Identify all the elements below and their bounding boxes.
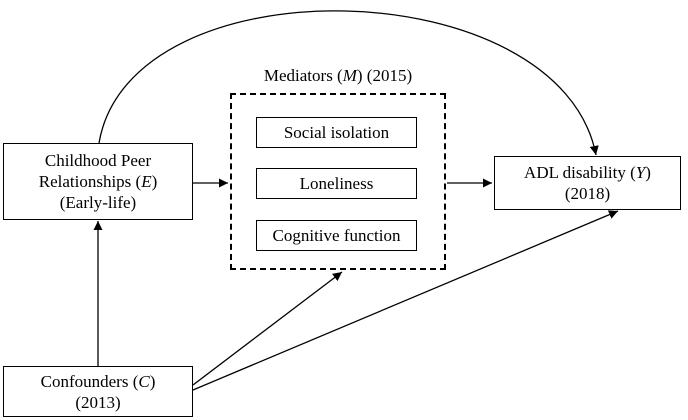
arrow-confounders-to-outcome [192, 210, 619, 391]
arrow-confounders-to-mediators [192, 271, 343, 386]
mediator-social-isolation: Social isolation [256, 117, 417, 148]
mediators-title: Mediators (M) (2015) [263, 66, 413, 85]
exposure-line3: (Early-life) [59, 193, 137, 212]
outcome-line2: (2018) [564, 184, 611, 203]
confounders-box: Confounders (C) (2013) [3, 366, 193, 417]
arrow-exposure-to-outcome [98, 10, 599, 156]
confounders-line1: Confounders (C) [40, 371, 156, 391]
mediator-cognitive-function: Cognitive function [256, 220, 417, 251]
exposure-line2: Relationships (E) [38, 172, 158, 191]
exposure-box: Childhood Peer Relationships (E) (Early-… [3, 143, 193, 220]
mediators-group [230, 93, 446, 270]
confounders-line2: (2013) [75, 392, 121, 412]
exposure-line1: Childhood Peer [44, 151, 152, 170]
mediator-loneliness: Loneliness [256, 168, 417, 199]
outcome-box: ADL disability (Y) (2018) [494, 156, 681, 210]
outcome-line1: ADL disability (Y) [524, 163, 651, 182]
